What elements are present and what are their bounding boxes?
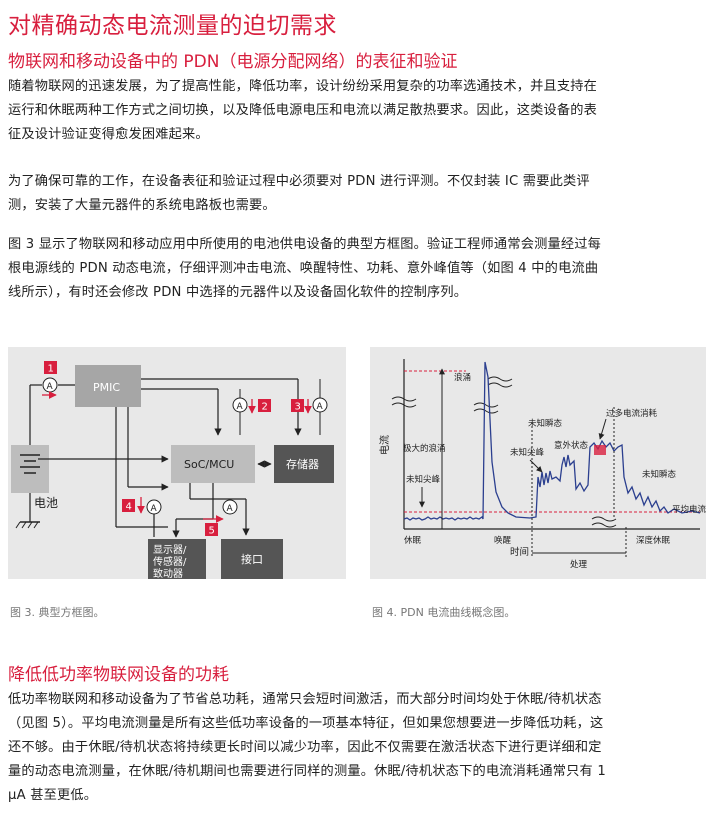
svg-text:平均电流: 平均电流 <box>672 504 706 515</box>
ammeter-5 <box>222 499 238 515</box>
svg-text:A: A <box>151 504 158 514</box>
section2-paragraph-1: 低功率物联网和移动设备为了节省总功耗，通常只会短时间激活，而大部分时间均处于休眠… <box>8 692 606 803</box>
svg-text:A: A <box>237 402 244 412</box>
marker-2 <box>258 399 271 412</box>
svg-text:传感器/: 传感器/ <box>153 555 187 568</box>
section1-heading: 物联网和移动设备中的 PDN（电源分配网络）的表征和验证 <box>8 52 458 72</box>
svg-text:未知尖峰: 未知尖峰 <box>510 447 545 458</box>
marker-3 <box>291 399 304 412</box>
svg-text:时间: 时间 <box>510 546 529 558</box>
ammeter-1-label: A <box>47 382 54 392</box>
svg-text:A: A <box>227 504 234 514</box>
section1-paragraph-2: 为了确保可靠的工作，在设备表征和验证过程中必须要对 PDN 进行评测。不仅封装 … <box>8 174 590 213</box>
marker-4 <box>122 499 135 512</box>
interface-label: 接口 <box>241 553 263 566</box>
svg-text:致动器: 致动器 <box>153 567 183 579</box>
section1-paragraph-1: 随着物联网的迅速发展，为了提高性能，降低功率，设计纷纷采用复杂的功率选通技术，并… <box>8 79 598 142</box>
svg-text:4: 4 <box>126 502 132 513</box>
excess-highlight <box>594 445 606 455</box>
svg-text:处理: 处理 <box>570 559 588 570</box>
svg-text:未知瞬态: 未知瞬态 <box>642 469 677 480</box>
svg-text:唤醒: 唤醒 <box>494 535 512 546</box>
figure-4-current-profile: 电流 浪涌 极大的浪涌 未知尖峰 未知瞬态 未知尖峰 意外状态 过多电流消耗 未… <box>370 347 706 579</box>
battery-label: 电池 <box>34 496 58 510</box>
svg-text:未知瞬态: 未知瞬态 <box>528 418 563 429</box>
svg-text:意外状态: 意外状态 <box>554 440 589 451</box>
y-axis-label: 电流 <box>378 435 391 455</box>
svg-text:5: 5 <box>209 526 215 537</box>
marker-5 <box>205 523 218 536</box>
soc-label: SoC/MCU <box>184 458 234 471</box>
svg-text:显示器/: 显示器/ <box>153 544 187 556</box>
soc-box <box>171 445 255 483</box>
svg-text:未知尖峰: 未知尖峰 <box>406 474 441 485</box>
pmic-label: PMIC <box>93 381 120 394</box>
figure-3-caption: 图 3. 典型方框图。 <box>10 606 105 619</box>
storage-box <box>274 445 334 483</box>
page-title: 对精确动态电流测量的迫切需求 <box>8 13 337 39</box>
interface-box <box>221 539 283 579</box>
peripheral-box <box>148 539 206 579</box>
svg-text:2: 2 <box>262 402 268 413</box>
marker-1 <box>44 361 57 374</box>
svg-text:极大的浪涌: 极大的浪涌 <box>403 443 446 454</box>
svg-text:3: 3 <box>295 402 301 413</box>
section2-heading: 降低低功率物联网设备的功耗 <box>8 665 229 685</box>
current-trace <box>403 361 701 521</box>
svg-text:深度休眠: 深度休眠 <box>636 535 671 546</box>
figure-4-caption: 图 4. PDN 电流曲线概念图。 <box>372 606 516 619</box>
battery-box <box>11 445 49 493</box>
svg-text:1: 1 <box>48 364 54 375</box>
figure-3-block-diagram: 电池 A 1 PMIC A 2 A 3 SoC/MCU 存储器 A 4 <box>8 347 346 579</box>
svg-text:A: A <box>317 402 324 412</box>
storage-label: 存储器 <box>286 457 319 471</box>
svg-text:休眠: 休眠 <box>404 535 422 546</box>
section1-paragraph-3: 图 3 显示了物联网和移动应用中所使用的电池供电设备的典型方框图。验证工程师通常… <box>8 237 602 300</box>
svg-text:过多电流消耗: 过多电流消耗 <box>606 408 658 419</box>
pmic-box <box>75 365 141 407</box>
svg-text:浪涌: 浪涌 <box>454 372 471 383</box>
